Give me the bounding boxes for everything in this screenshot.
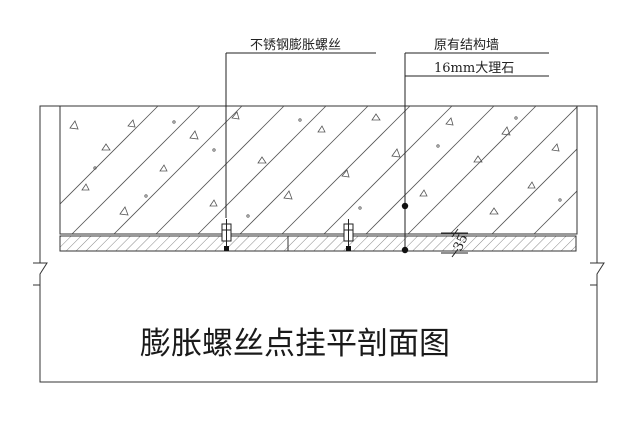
label-bolt: 不锈钢膨胀螺丝: [250, 38, 341, 53]
expansion-bolt-icon: [343, 219, 354, 251]
leader-dot-wall: [401, 202, 409, 210]
dimension-35: [441, 228, 468, 258]
marble-stone-layer: [59, 235, 577, 252]
leader-dot-stone: [401, 246, 409, 254]
leader-bolt: [225, 52, 376, 218]
leader-wall: [404, 52, 549, 252]
label-stone: 16mm大理石: [434, 61, 514, 76]
expansion-bolt-icon: [221, 219, 232, 251]
concrete-aggregate: [69, 111, 562, 218]
break-marks: [33, 262, 605, 286]
drawing-frame: [39, 105, 598, 383]
structural-wall: [59, 106, 578, 235]
drawing-title: 膨胀螺丝点挂平剖面图: [140, 326, 450, 362]
label-wall: 原有结构墙: [434, 38, 499, 53]
dimension-value: 35: [451, 232, 472, 253]
